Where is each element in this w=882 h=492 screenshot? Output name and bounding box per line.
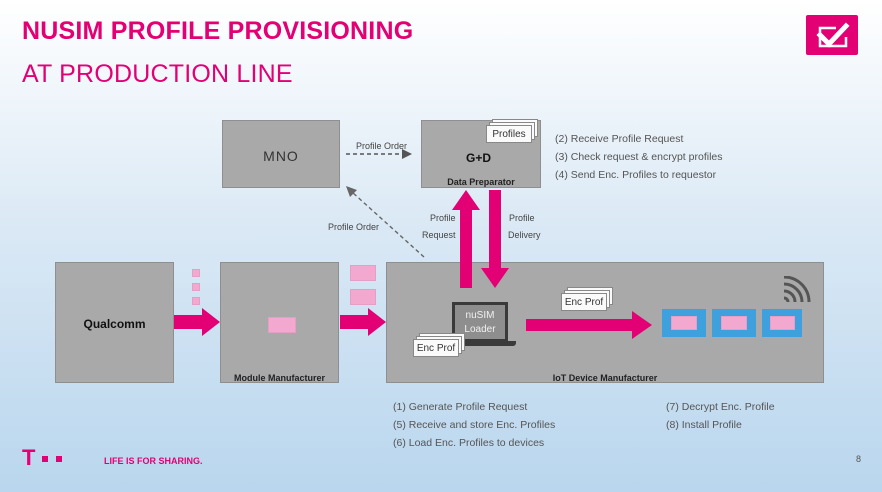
iot-device-manufacturer-label: IoT Device Manufacturer (552, 373, 658, 383)
nusim-loader-label-1: nuSIM (465, 310, 495, 321)
iot-device-1 (662, 309, 706, 337)
edge-label-profile-delivery-1: Profile (509, 213, 535, 223)
chip-small-3 (192, 297, 200, 305)
checkmark-logo-icon (806, 15, 858, 55)
step-3: (3) Check request & encrypt profiles (555, 151, 723, 163)
profiles-card: Profiles (486, 125, 532, 143)
module-chip-transfer-1 (350, 265, 376, 281)
iot-device-2 (712, 309, 756, 337)
step-2: (2) Receive Profile Request (555, 133, 684, 145)
module-manufacturer-label: Module Manufacturer (233, 373, 325, 383)
module-chip (268, 317, 296, 333)
edge-label-profile-request-2: Request (422, 230, 456, 240)
enc-prof-transfer-card: Enc Prof (561, 293, 607, 311)
telekom-t-logo-icon: T (22, 445, 82, 470)
footer-slogan: LIFE IS FOR SHARING. (104, 456, 203, 466)
qualcomm-box: Qualcomm (55, 262, 174, 383)
edge-label-profile-request-1: Profile (430, 213, 456, 223)
page-number: 8 (856, 454, 862, 464)
qualcomm-label: Qualcomm (83, 317, 146, 331)
mno-label: MNO (263, 148, 299, 164)
step-7: (7) Decrypt Enc. Profile (666, 401, 775, 413)
chip-small-2 (192, 283, 200, 291)
module-chip-transfer-2 (350, 289, 376, 305)
data-preparator-label: Data Preparator (447, 177, 515, 187)
chip-small-1 (192, 269, 200, 277)
gd-logo-icon: G+D (466, 151, 492, 165)
step-5: (5) Receive and store Enc. Profiles (393, 419, 556, 431)
edge-label-profile-delivery-2: Delivery (508, 230, 541, 240)
wifi-icon (780, 275, 812, 307)
laptop-base (444, 341, 516, 346)
step-6: (6) Load Enc. Profiles to devices (393, 437, 545, 449)
nusim-loader-label-2: Loader (464, 324, 496, 335)
enc-prof-loader-card: Enc Prof (413, 339, 459, 357)
step-8: (8) Install Profile (666, 419, 742, 431)
slide-subtitle: AT PRODUCTION LINE (22, 60, 293, 88)
step-1: (1) Generate Profile Request (393, 401, 528, 413)
slide-title: NUSIM PROFILE PROVISIONING (22, 17, 414, 45)
iot-device-3 (762, 309, 802, 337)
edge-label-profile-order-top: Profile Order (356, 141, 408, 151)
edge-label-profile-order-diag: Profile Order (328, 222, 380, 232)
step-4: (4) Send Enc. Profiles to requestor (555, 169, 717, 181)
mno-box: MNO (222, 120, 340, 188)
module-manufacturer-box: Module Manufacturer (220, 262, 339, 383)
